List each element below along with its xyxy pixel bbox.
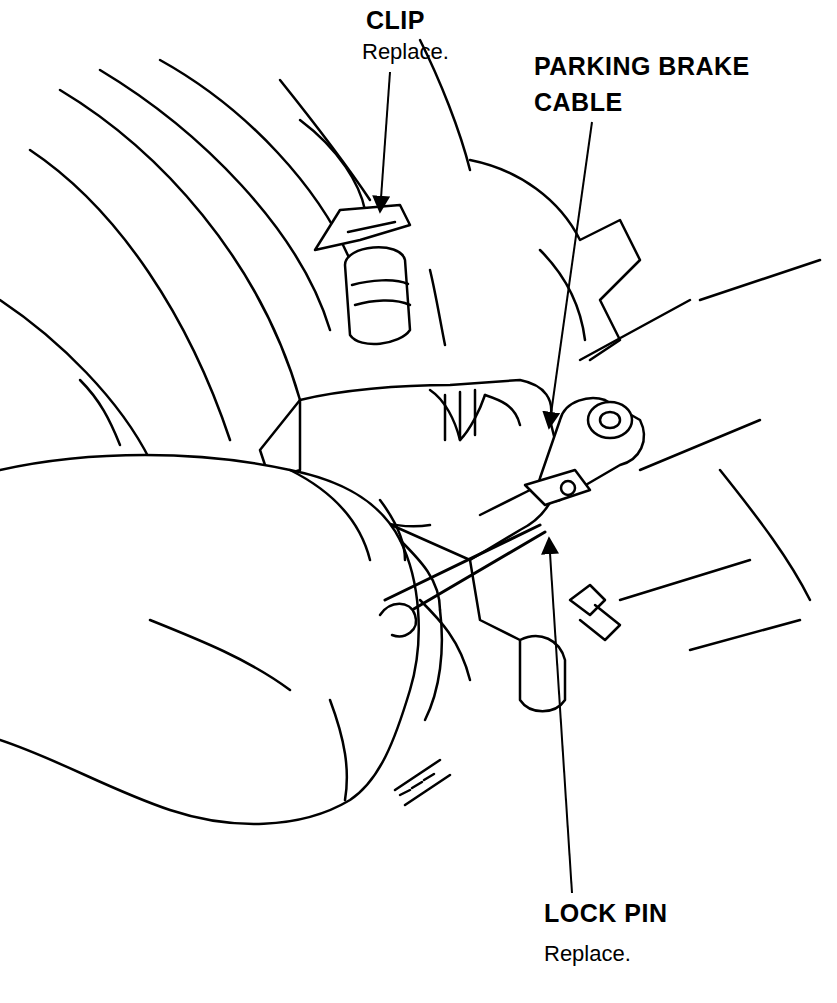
instruction-note: Replace. [544, 938, 684, 970]
part-name: CLIP [366, 2, 486, 38]
part-name: LOCK PIN [544, 895, 744, 931]
part-name: PARKING BRAKE CABLE [534, 48, 830, 121]
instruction-note: Replace. [362, 36, 502, 68]
